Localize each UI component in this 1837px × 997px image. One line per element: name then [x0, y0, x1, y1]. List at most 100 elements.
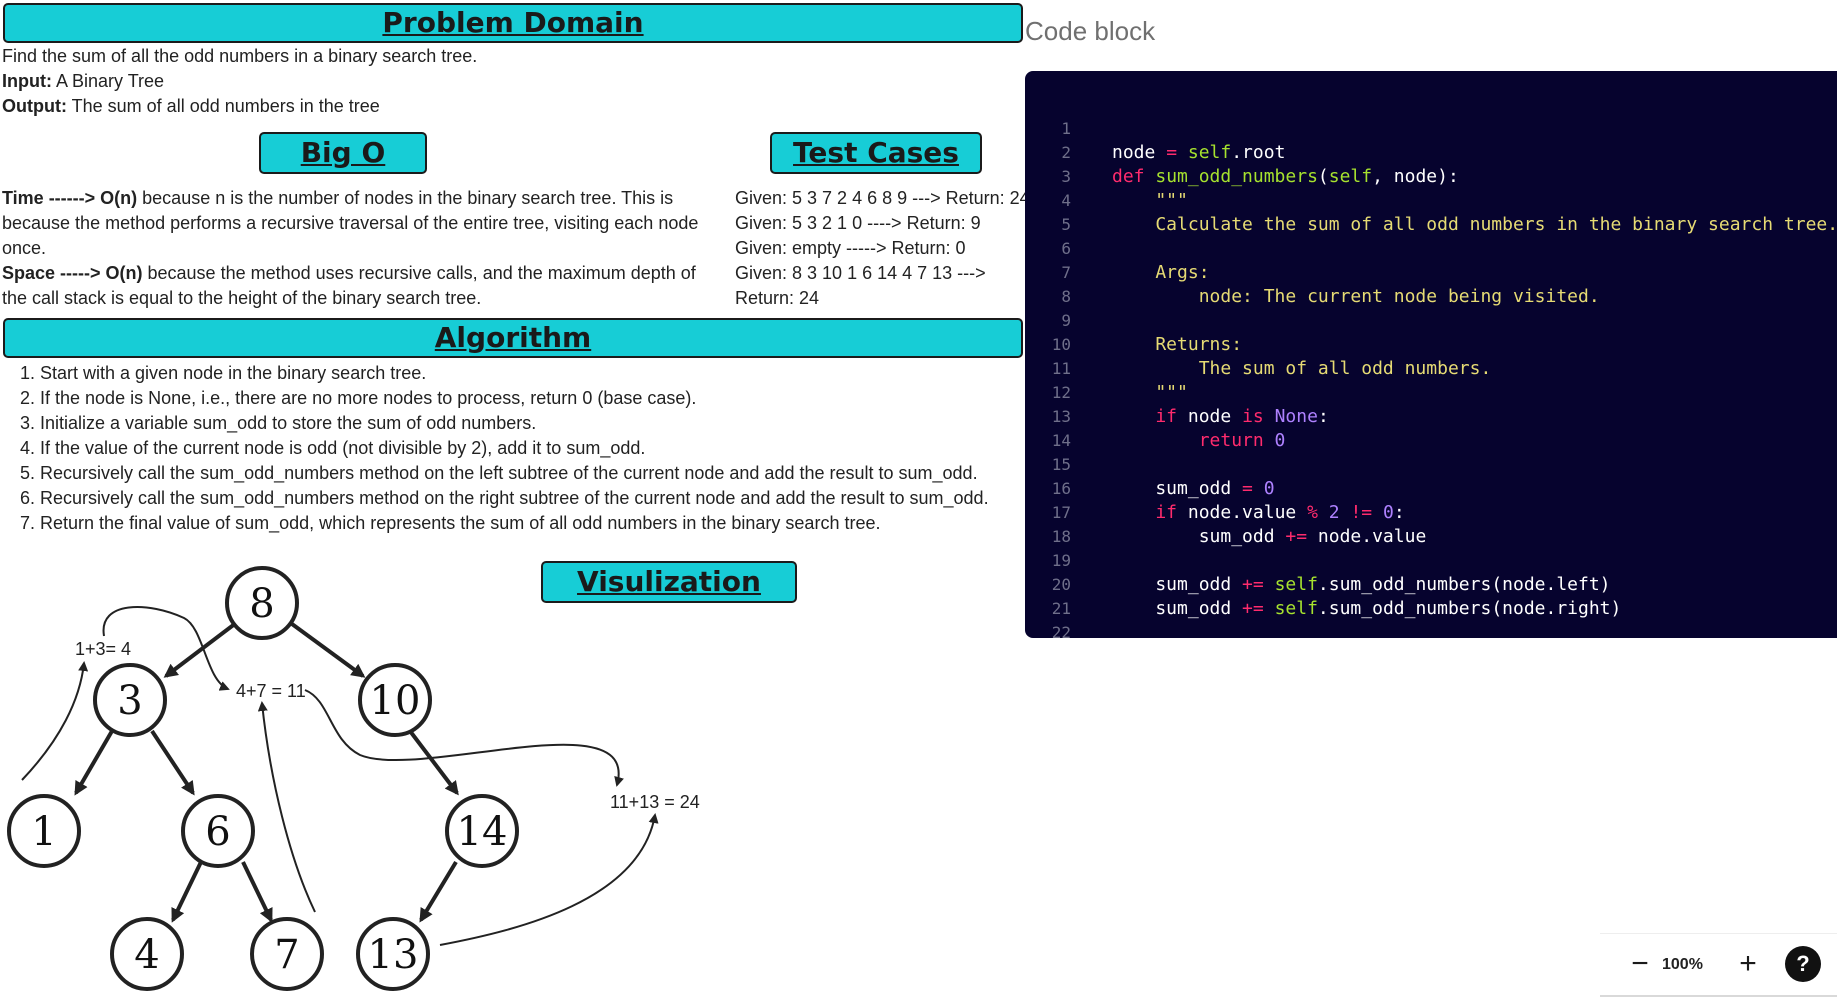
line-number: 4 — [1061, 191, 1071, 210]
problem-output: Output: The sum of all odd numbers in th… — [2, 94, 380, 119]
code-text: sum_odd += self.sum_odd_numbers(node.rig… — [1112, 598, 1622, 619]
code-text: The sum of all odd numbers. — [1112, 358, 1492, 379]
code-line: 17 sum_odd += node.value — [1025, 477, 1837, 547]
tree-node — [250, 917, 324, 991]
code-line: 4 Calculate the sum of all odd numbers i… — [1025, 165, 1837, 235]
code-line: 2 def sum_odd_numbers(self, node): — [1025, 117, 1837, 187]
tree-edge — [171, 861, 203, 923]
code-line: 22 return sum_odd — [1025, 597, 1837, 638]
zoom-level: 100% — [1662, 956, 1703, 973]
visualization-title: Visulization — [577, 565, 761, 598]
input-text: A Binary Tree — [51, 71, 165, 91]
line-number: 13 — [1051, 407, 1071, 426]
code-panel[interactable]: 1 node = self.root 2 def sum_odd_numbers… — [1025, 71, 1837, 638]
tree-edge — [290, 622, 366, 678]
output-label: Output: — [2, 96, 67, 116]
time-label: Time ------> O(n) — [2, 188, 138, 208]
code-line: 7 node: The current node being visited. — [1025, 237, 1837, 307]
code-line: 21 — [1025, 573, 1837, 618]
test-cases-title: Test Cases — [793, 136, 959, 169]
problem-input: Input: A Binary Tree — [2, 69, 164, 94]
line-number: 8 — [1061, 287, 1071, 306]
tree-node — [93, 663, 167, 737]
code-line: 19 sum_odd += self.sum_odd_numbers(node.… — [1025, 525, 1837, 595]
problem-description: Find the sum of all the odd numbers in a… — [2, 46, 478, 66]
space-label: Space -----> O(n) — [2, 263, 143, 283]
input-label: Input: — [2, 71, 52, 91]
tree-node-label: 6 — [205, 809, 230, 855]
code-line: 8 — [1025, 261, 1837, 306]
line-number: 12 — [1051, 383, 1071, 402]
annotation-arrow — [257, 701, 316, 913]
code-line: 9 Returns: — [1025, 285, 1837, 355]
line-number: 5 — [1061, 215, 1071, 234]
algorithm-steps: 1. Start with a given node in the binary… — [20, 361, 989, 536]
code-text: def sum_odd_numbers(self, node): — [1112, 166, 1459, 187]
line-number: 22 — [1051, 623, 1071, 638]
line-number: 16 — [1051, 479, 1071, 498]
code-text: sum_odd += self.sum_odd_numbers(node.lef… — [1112, 574, 1611, 595]
visualization-banner: Visulization — [541, 561, 797, 603]
line-number: 1 — [1061, 119, 1071, 138]
code-line: 12 if node is None: — [1025, 357, 1837, 427]
test-case-line: Given: empty -----> Return: 0 — [735, 238, 966, 258]
tree-edge — [408, 729, 459, 796]
code-text: Returns: — [1112, 334, 1243, 355]
line-number: 19 — [1051, 551, 1071, 570]
code-line: 1 node = self.root — [1025, 93, 1837, 163]
test-case-line: Given: 8 3 10 1 6 14 4 7 13 ---> — [735, 263, 986, 283]
code-text: Args: — [1112, 262, 1210, 283]
line-number: 15 — [1051, 455, 1071, 474]
line-number: 6 — [1061, 239, 1071, 258]
code-text: """ — [1112, 382, 1188, 403]
algorithm-step: 3. Initialize a variable sum_odd to stor… — [20, 413, 537, 433]
algorithm-step: 4. If the value of the current node is o… — [20, 438, 646, 458]
test-case-line: Return: 24 — [735, 288, 820, 308]
big-o-space: Space -----> O(n) because the method use… — [2, 261, 702, 311]
zoom-controls: − 100% + ? — [1600, 933, 1837, 997]
line-number: 21 — [1051, 599, 1071, 618]
line-number: 3 — [1061, 167, 1071, 186]
tree-node — [7, 794, 81, 868]
code-text: if node is None: — [1112, 406, 1329, 427]
algorithm-step: 2. If the node is None, i.e., there are … — [20, 388, 697, 408]
tree-node-label: 10 — [370, 678, 421, 724]
code-line: 23 — [1025, 621, 1837, 638]
test-cases-banner: Test Cases — [770, 132, 982, 174]
algorithm-step: 7. Return the final value of sum_odd, wh… — [20, 513, 881, 533]
line-number: 17 — [1051, 503, 1071, 522]
code-line: 11 """ — [1025, 333, 1837, 403]
annotation-label: 1+3= 4 — [75, 639, 131, 659]
tree-node-label: 4 — [134, 932, 159, 978]
code-text: node: The current node being visited. — [1112, 286, 1600, 307]
big-o-banner: Big O — [259, 132, 427, 174]
tree-node — [445, 794, 519, 868]
annotation-arrow — [102, 606, 230, 691]
line-number: 11 — [1051, 359, 1071, 378]
tree-edge — [241, 861, 273, 923]
code-text: if node.value % 2 != 0: — [1112, 502, 1405, 523]
tree-node — [225, 566, 299, 640]
test-case-line: Given: 5 3 7 2 4 6 8 9 ---> Return: 24 — [735, 188, 1030, 208]
help-button[interactable]: ? — [1785, 946, 1821, 982]
annotation-label: 11+13 = 24 — [610, 792, 700, 812]
algorithm-title: Algorithm — [434, 321, 592, 354]
code-text: node = self.root — [1112, 142, 1286, 163]
code-line: 6 Args: — [1025, 213, 1837, 283]
tree-node-label: 3 — [117, 678, 142, 724]
time-text: because n is the number of nodes in the … — [2, 188, 699, 258]
annotation-label: 4+7 = 11 — [236, 681, 306, 701]
line-number: 9 — [1061, 311, 1071, 330]
line-number: 7 — [1061, 263, 1071, 282]
code-line: 5 — [1025, 189, 1837, 234]
code-line: 20 sum_odd += self.sum_odd_numbers(node.… — [1025, 549, 1837, 619]
big-o-title: Big O — [300, 136, 386, 169]
zoom-in-button[interactable]: + — [1739, 947, 1757, 980]
test-case-line: Given: 5 3 2 1 0 ----> Return: 9 — [735, 213, 981, 233]
binary-tree-diagram: 8 3 10 1 6 14 4 7 13 1+3= 4 4+7 = 11 11+… — [7, 566, 700, 991]
code-line: 14 — [1025, 405, 1837, 450]
code-text: sum_odd += node.value — [1112, 526, 1427, 547]
tree-node — [358, 663, 432, 737]
zoom-out-button[interactable]: − — [1631, 947, 1649, 980]
annotation-arrow — [21, 661, 89, 781]
